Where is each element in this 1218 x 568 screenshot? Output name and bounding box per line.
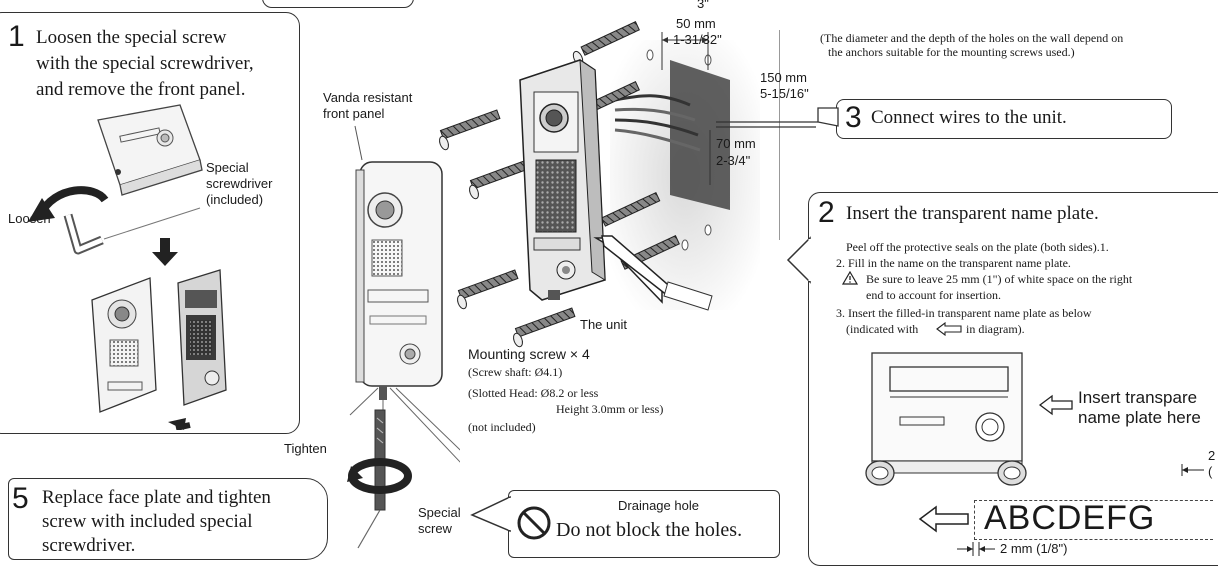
step3-text: Connect wires to the unit. <box>871 107 1067 128</box>
step5-panel <box>8 478 328 560</box>
mounting-title: Mounting screw × 4 <box>468 346 590 362</box>
right-dim-paren: ( <box>1208 464 1213 479</box>
drainage-pointer <box>470 495 512 533</box>
step1-illustration <box>28 104 227 430</box>
step2-item2: 2. Fill in the name on the transparent n… <box>836 256 1071 270</box>
step1-line2: with the special screwdriver, <box>36 53 254 74</box>
mounting-height: Height 3.0mm or less) <box>556 402 664 416</box>
unit-label: The unit <box>580 317 627 332</box>
mounting-head: (Slotted Head: Ø8.2 or less <box>468 386 599 400</box>
step1-line3: and remove the front panel. <box>36 79 246 100</box>
step2-item3c: in diagram). <box>966 322 1025 336</box>
front-panel-label-1: Vanda resistant <box>323 90 413 105</box>
front-panel-illustration <box>349 125 460 465</box>
dim-150-inch: 5-15/16" <box>760 86 809 101</box>
step5-line1: Replace face plate and tighten <box>42 487 271 508</box>
top-box-fragment <box>262 0 414 8</box>
step3-number: 3 <box>845 101 862 134</box>
sample-nameplate <box>974 500 1213 540</box>
step3-pointer <box>716 107 839 128</box>
step2-pointer <box>786 236 812 284</box>
step2-warning2: end to account for insertion. <box>866 288 1001 302</box>
dim-50-inch: 1-31/32" <box>673 32 722 47</box>
screwdriver-label-3: (included) <box>206 192 264 207</box>
screwdriver-label-2: screwdriver <box>206 176 273 191</box>
insert-here-arrow <box>1038 394 1073 416</box>
mounting-shaft: (Screw shaft: Ø4.1) <box>468 365 563 379</box>
sample-name-text: ABCDEFG <box>984 499 1156 537</box>
screwdriver-label-1: Special <box>206 160 249 175</box>
step2-title: Insert the transparent name plate. <box>846 203 1099 224</box>
dim-70-inch: 2-3/4" <box>716 153 751 168</box>
nameplate-arrow <box>918 505 969 533</box>
step1-number: 1 <box>8 20 25 53</box>
hole-note-line2: the anchors suitable for the mounting sc… <box>828 45 1075 59</box>
gap-dim-arrows <box>957 542 995 556</box>
prohibited-icon <box>517 506 551 540</box>
drainage-panel <box>508 490 780 558</box>
drainage-title: Drainage hole <box>618 498 699 513</box>
insert-arrow-icon <box>936 322 962 336</box>
step2-number: 2 <box>818 196 835 229</box>
step5-line2: screw with included special <box>42 511 253 532</box>
step2-item3: 3. Insert the filled-in transparent name… <box>836 306 1092 320</box>
insert-here-label-2: name plate here <box>1078 408 1201 427</box>
step5-number: 5 <box>12 482 29 515</box>
nameplate-insert-illustration <box>865 352 1027 486</box>
hole-note-line1: (The diameter and the depth of the holes… <box>820 31 1124 45</box>
unit-mounting-illustration <box>439 21 780 348</box>
insert-here-label-1: Insert transpare <box>1078 388 1198 407</box>
dim-50-mm: 50 mm <box>676 16 716 31</box>
step2-item1: Peel off the protective seals on the pla… <box>846 240 1109 254</box>
special-screw-label-1: Special <box>418 505 461 520</box>
drainage-text: Do not block the holes. <box>556 519 743 541</box>
right-dim-number: 2 <box>1208 448 1216 463</box>
step2-warning1: Be sure to leave 25 mm (1") of white spa… <box>866 272 1133 286</box>
step1-line1: Loosen the special screw <box>36 27 227 48</box>
step2-item3b: (indicated with <box>846 322 919 336</box>
special-screw-label-2: screw <box>418 521 452 536</box>
tighten-label: Tighten <box>284 441 327 456</box>
step3-panel <box>836 99 1172 139</box>
dim-top-inch: 3" <box>697 0 709 11</box>
front-panel-label-2: front panel <box>323 106 385 121</box>
tighten-illustration <box>347 409 412 549</box>
warning-icon <box>842 271 858 285</box>
dim-150-mm: 150 mm <box>760 70 807 85</box>
dim-70-mm: 70 mm <box>716 136 756 151</box>
gap-label: 2 mm (1/8") <box>1000 541 1068 556</box>
right-dim-arrow <box>1181 464 1204 476</box>
step5-line3: screwdriver. <box>42 535 136 556</box>
mounting-not-included: (not included) <box>468 420 536 434</box>
